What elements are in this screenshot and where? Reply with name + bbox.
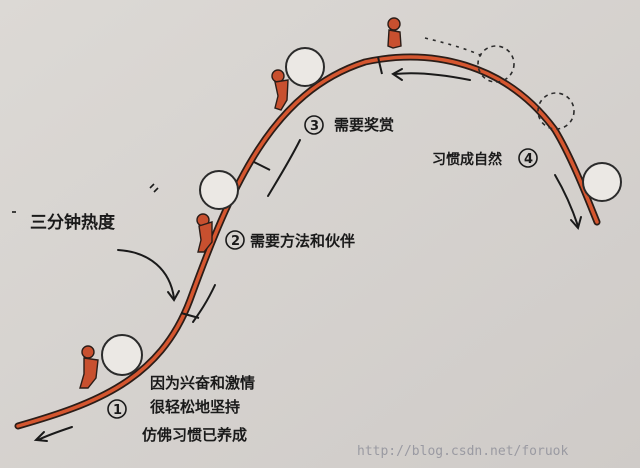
arrow-down-left-icon (37, 426, 73, 441)
curve-ticks (180, 56, 383, 319)
stage2-label: 需要方法和伙伴 (250, 232, 355, 250)
figures (79, 17, 402, 389)
stage1-line1: 因为兴奋和激情 (150, 374, 255, 392)
stage2-number: 2 (231, 234, 240, 249)
boulders (101, 47, 622, 376)
curve-arrows (33, 68, 582, 442)
boulder-stage1 (101, 334, 143, 376)
rolling-down-arrow-icon (554, 174, 579, 227)
boulder-path-dotted (424, 37, 483, 57)
watermark: http://blog.csdn.net/foruok (357, 444, 568, 459)
boulder-stage3 (285, 47, 325, 87)
stage1-line2: 很轻松地坚持 (149, 398, 240, 416)
arrow-head-down-icon (570, 216, 582, 231)
ghost-boulders (477, 45, 575, 130)
stage3-number: 3 (310, 119, 319, 134)
stage1-line3: 仿佛习惯已养成 (142, 426, 247, 444)
stage4-number: 4 (524, 152, 533, 167)
figure-stage4 (387, 17, 402, 49)
stage3-marker (304, 115, 324, 135)
stage-markers (107, 115, 538, 419)
stage4-label: 习惯成自然 (432, 151, 502, 168)
habit-curve (14, 53, 601, 430)
stage4-marker (518, 148, 538, 168)
stage3-back-arrow-icon (394, 72, 471, 81)
enthusiasm-label: 三分钟热度 (30, 212, 116, 233)
enthusiasm-pointer-arrow-icon (117, 249, 175, 299)
enthusiasm-ticks (12, 183, 159, 213)
stage1-back-arrow-icon (192, 284, 216, 323)
stage1-marker (107, 399, 127, 419)
boulder-stage4 (582, 162, 622, 202)
stage2-back-arrow-icon (267, 139, 301, 197)
arrow-head-left-icon (33, 431, 48, 442)
pointer-head-icon (167, 290, 180, 302)
figure-stage1 (79, 345, 99, 389)
stage1-number: 1 (113, 403, 122, 418)
stage2-marker (225, 230, 245, 250)
stage3-label: 需要奖赏 (334, 116, 394, 134)
figure-stage2 (196, 213, 213, 253)
figure-stage3 (271, 69, 289, 111)
arrow-head-icon (391, 68, 403, 81)
boulder-stage2 (199, 170, 239, 210)
